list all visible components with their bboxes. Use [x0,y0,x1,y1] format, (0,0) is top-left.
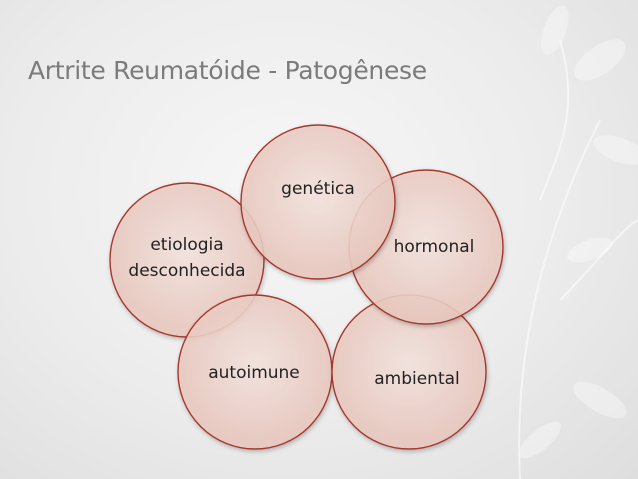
label-autoimune: autoimune [208,363,300,383]
label-etiologia-line-2: desconhecida [128,261,245,281]
label-genetica: genética [281,179,355,199]
node-genetica [240,124,396,280]
circle-genetica [240,124,396,280]
label-etiologia-line-1: etiologia [150,235,223,255]
label-ambiental: ambiental [374,369,460,389]
slide-title: Artrite Reumatóide - Patogênese [28,56,427,85]
label-hormonal: hormonal [394,237,475,257]
